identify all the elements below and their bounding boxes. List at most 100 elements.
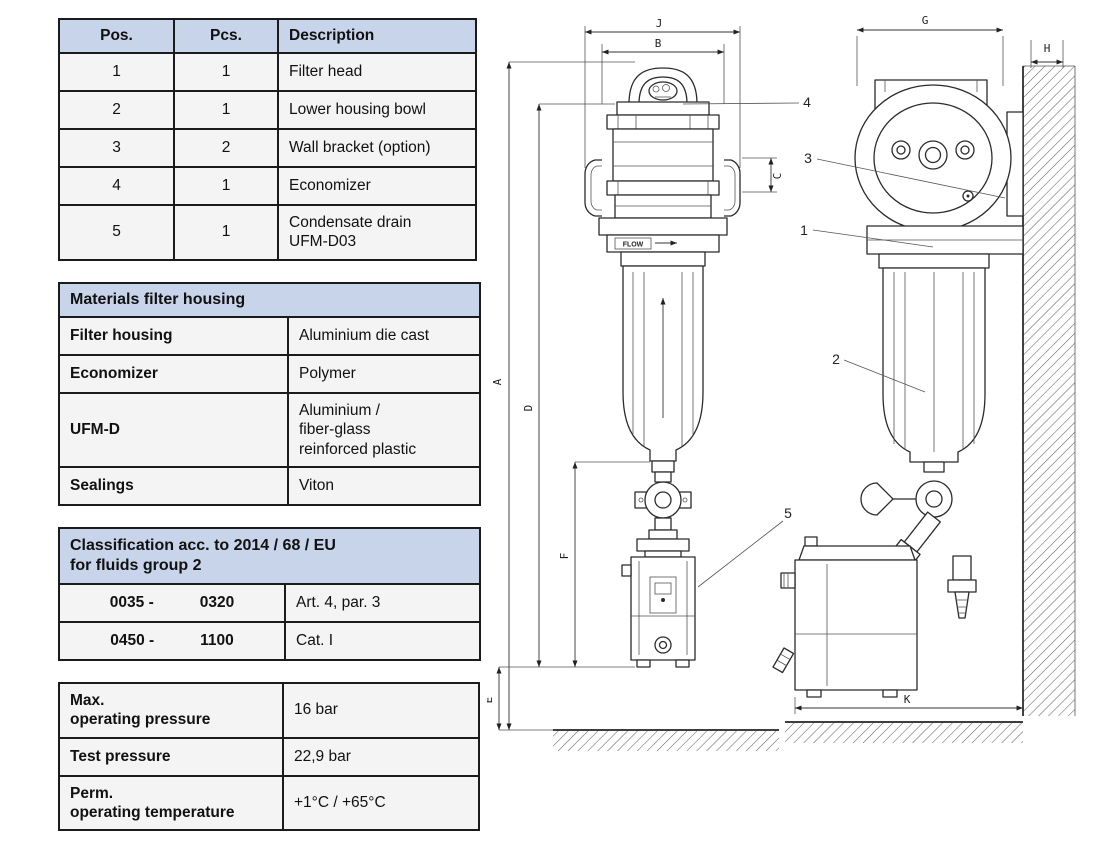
col-header-pos: Pos. [58, 18, 175, 54]
operating-label-cell: Perm. operating temperature [58, 774, 284, 832]
table-row: Economizer Polymer [58, 353, 482, 394]
dimension-J: J [584, 17, 741, 168]
flow-label: FLOW [623, 242, 644, 249]
drain-valve-front [634, 460, 692, 531]
col-header-pcs: Pcs. [173, 18, 279, 54]
range-cell: 0035 - 0320 [58, 582, 286, 623]
wall-bracket-side [866, 225, 1024, 255]
range-to: 1100 [200, 631, 234, 649]
table-row: 3 2 Wall bracket (option) [58, 128, 477, 168]
pos-cell: 5 [58, 204, 175, 261]
dimension-K: K [794, 693, 1023, 714]
classification-table-title: Classification acc. to 2014 / 68 / EU fo… [58, 526, 481, 585]
table-row: Sealings Viton [58, 465, 482, 506]
range-to: 0320 [199, 593, 235, 611]
operating-value-cell: 22,9 bar [282, 736, 480, 777]
range-from: 0450 - [110, 631, 155, 649]
table-row: Filter housing Aluminium die cast [58, 315, 482, 356]
classification-value-cell: Art. 4, par. 3 [284, 582, 481, 623]
table-title-row: Classification acc. to 2014 / 68 / EU fo… [58, 526, 481, 585]
wall-bracket-tab-left [584, 159, 602, 217]
wall-hatching [1022, 65, 1076, 716]
dim-label-J: J [656, 17, 663, 30]
dimension-H: H [1030, 40, 1064, 68]
table-row: Perm. operating temperature +1°C / +65°C [58, 774, 480, 832]
condensate-drain-front [621, 529, 696, 668]
callout-number-5: 5 [784, 505, 792, 521]
dim-label-K: K [904, 693, 911, 706]
part-callouts: 4 3 1 2 5 [682, 94, 1006, 588]
parts-table: Pos. Pcs. Description 1 1 Filter head 2 … [58, 18, 477, 261]
front-view: J B [487, 17, 784, 751]
material-label-cell: Sealings [58, 465, 289, 506]
dimension-E: E [487, 667, 502, 730]
dimension-D: D [499, 103, 635, 668]
pcs-cell: 1 [173, 166, 279, 206]
description-cell: Lower housing bowl [277, 90, 477, 130]
hose-barb [954, 591, 970, 619]
material-value-cell: Aluminium / fiber-glass reinforced plast… [286, 391, 482, 468]
housing-bowl-side [878, 253, 990, 463]
dim-label-A: A [491, 378, 504, 385]
pos-cell: 4 [58, 166, 175, 206]
operating-label-cell: Test pressure [58, 736, 284, 777]
pos-cell: 1 [58, 52, 175, 92]
dim-label-F: F [558, 553, 571, 560]
description-cell: Condensate drain UFM-D03 [277, 204, 477, 261]
pcs-cell: 1 [173, 204, 279, 261]
table-row: UFM-D Aluminium / fiber-glass reinforced… [58, 391, 482, 468]
table-row: 2 1 Lower housing bowl [58, 90, 477, 130]
housing-bowl-front [620, 251, 706, 462]
pos-cell: 3 [58, 128, 175, 168]
dim-label-G: G [922, 14, 929, 27]
range-cell: 0450 - 1100 [58, 620, 286, 661]
callout-condensate-drain: 5 [697, 505, 792, 588]
table-row: 5 1 Condensate drain UFM-D03 [58, 204, 477, 261]
table-row: 4 1 Economizer [58, 166, 477, 206]
callout-filter-head: 1 [800, 222, 934, 248]
classification-value-cell: Cat. I [284, 620, 481, 661]
spec-tables-column: Pos. Pcs. Description 1 1 Filter head 2 … [0, 0, 487, 867]
dimension-G: G [856, 14, 1004, 86]
table-row: 1 1 Filter head [58, 52, 477, 92]
table-row: Max. operating pressure 16 bar [58, 681, 480, 739]
dim-label-E: E [487, 697, 495, 704]
range-from: 0035 - [109, 593, 154, 611]
materials-table-title: Materials filter housing [57, 281, 482, 318]
dim-label-B: B [655, 37, 662, 50]
material-value-cell: Aluminium die cast [286, 315, 482, 356]
pos-cell: 2 [58, 90, 175, 130]
technical-drawing-column: J B [487, 0, 1099, 867]
ground-hatching-side [785, 721, 1023, 743]
butterfly-handle [860, 482, 894, 516]
material-value-cell: Viton [286, 465, 482, 506]
operating-table: Max. operating pressure 16 bar Test pres… [58, 681, 480, 832]
callout-number-1: 1 [800, 222, 808, 238]
description-cell: Economizer [277, 166, 477, 206]
operating-value-cell: 16 bar [282, 681, 480, 739]
filter-head-side [854, 79, 1024, 232]
pcs-cell: 2 [173, 128, 279, 168]
material-value-cell: Polymer [286, 353, 482, 394]
callout-number-4: 4 [803, 94, 811, 110]
dimension-A: A [491, 61, 635, 731]
pcs-cell: 1 [173, 90, 279, 130]
side-view: G H [772, 14, 1076, 743]
economizer-window [648, 81, 678, 101]
material-label-cell: UFM-D [58, 391, 289, 468]
drain-valve-side [860, 461, 953, 518]
description-cell: Filter head [277, 52, 477, 92]
callout-number-3: 3 [804, 150, 812, 166]
dim-label-D: D [522, 405, 535, 412]
materials-table: Materials filter housing Filter housing … [57, 281, 482, 506]
col-header-description: Description [277, 18, 477, 54]
material-label-cell: Filter housing [58, 315, 289, 356]
description-cell: Wall bracket (option) [277, 128, 477, 168]
callout-bowl: 2 [832, 351, 926, 393]
callout-economizer: 4 [682, 94, 811, 110]
table-row: 0450 - 1100 Cat. I [58, 620, 481, 661]
dimension-B: B [601, 37, 725, 104]
filter-head-front: FLOW [584, 67, 741, 261]
table-title-row: Materials filter housing [57, 281, 482, 318]
